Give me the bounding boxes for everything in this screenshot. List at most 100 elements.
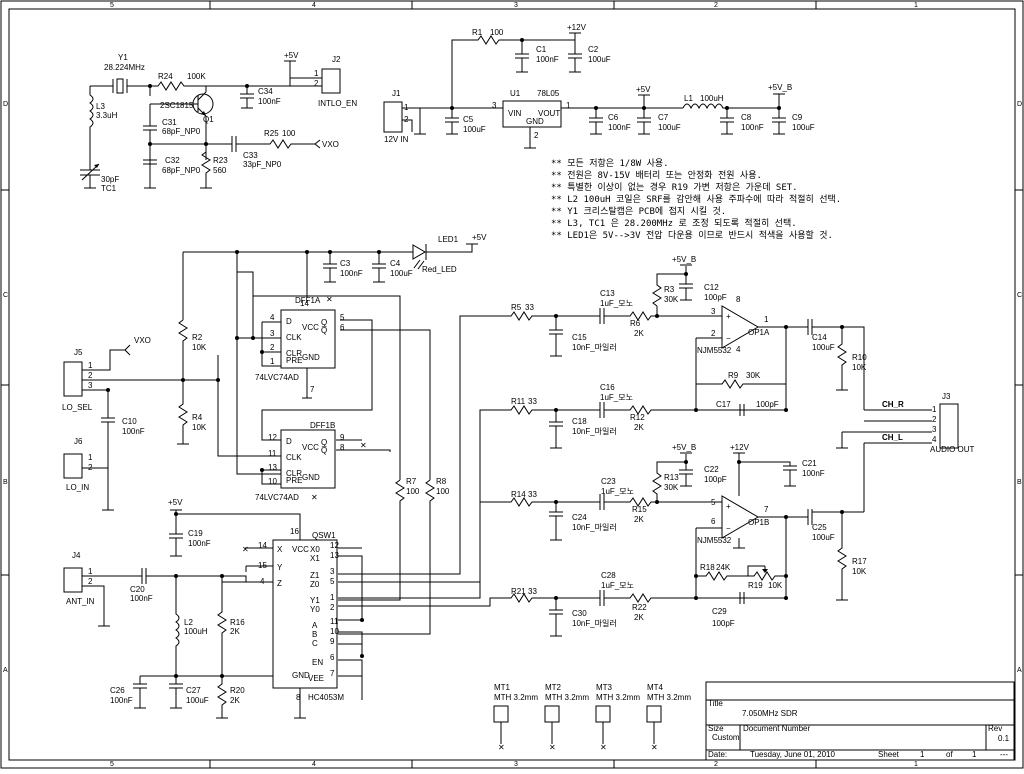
- pin-number: 1: [932, 405, 937, 414]
- capacitor-c1: C1 100nF: [515, 40, 559, 73]
- noconnect-mark: ✕: [242, 545, 249, 554]
- ref-label: C18: [572, 417, 587, 426]
- pin-number: 10: [268, 477, 277, 486]
- ref-label: C24: [572, 513, 587, 522]
- row-label: D: [1017, 101, 1022, 108]
- value-label: 2K: [634, 423, 644, 432]
- mount-hole-mt4: MT4 MTH 3.2mm ✕: [646, 683, 691, 752]
- ref-label: C28: [601, 571, 616, 580]
- capacitor-c29: C29 100pF: [712, 592, 745, 628]
- capacitor-c21: C21 100nF: [783, 459, 825, 487]
- value-label: 100uF: [812, 343, 835, 352]
- pin-label: Y0: [310, 605, 320, 614]
- ref-label: C34: [258, 87, 273, 96]
- pin-number: 3: [330, 567, 335, 576]
- pin-label: D: [286, 317, 292, 326]
- row-label: D: [3, 101, 8, 108]
- ref-label: C13: [600, 289, 615, 298]
- pin-number: 9: [330, 637, 335, 646]
- value-label: 100nF: [741, 123, 764, 132]
- ref-label: OP1B: [748, 518, 769, 527]
- pin-sign: −: [726, 524, 731, 533]
- ref-label: R16: [230, 618, 245, 627]
- value-label: 100nF: [536, 55, 559, 64]
- mixer-wiring: [176, 315, 505, 719]
- capacitor-c6: C6 100nF: [589, 108, 631, 135]
- pin-number: 7: [764, 505, 769, 514]
- value-label: 100nF: [122, 427, 145, 436]
- resistor-r16: R16 2K: [217, 576, 245, 676]
- led-and-decoupling: C3 100nF C4 100uF LED1 Red_LED +5V: [183, 233, 487, 298]
- capacitor-c33: C33 33pF_NP0: [231, 136, 282, 169]
- pin-label: GND: [526, 117, 544, 126]
- date-label: Date:: [708, 750, 727, 759]
- inductor-l3: L3 3.3uH: [89, 86, 118, 140]
- capacitor-c28: C28 1uF_모노: [599, 571, 634, 606]
- value-label: 10K: [852, 363, 867, 372]
- pin-number: 2: [330, 603, 335, 612]
- pin-number: 5: [711, 498, 716, 507]
- pin-number: 1: [88, 453, 93, 462]
- ref-label: MT1: [494, 683, 511, 692]
- ref-label: R3: [664, 285, 675, 294]
- resistor-r10: R10 10K: [836, 327, 867, 391]
- capacitor-c23: C23 1uF_모노: [599, 477, 634, 510]
- ref-label: L3: [96, 102, 105, 111]
- flip-flop-dff1a: DFF1A 74LVC74AD D CLK CLR PRE Q Q̅ VCC G…: [255, 296, 345, 394]
- ref-label: R23: [213, 156, 228, 165]
- pin-number: 12: [330, 541, 339, 550]
- pin-number: 2: [534, 131, 539, 140]
- pin-number: 2: [314, 79, 319, 88]
- ref-label: J6: [74, 437, 83, 446]
- col-label: 1: [914, 2, 918, 9]
- value-label: 1uF_모노: [600, 299, 633, 308]
- note-line: ** L3, TC1 은 28.200MHz 로 조정 되도록 적절히 선택.: [551, 217, 797, 229]
- pin-label: CLK: [286, 333, 302, 342]
- value-label: 10nF_마일러: [572, 523, 617, 532]
- pin-label: CLR: [286, 469, 302, 478]
- ref-label: MT2: [545, 683, 562, 692]
- value-label: 2K: [634, 613, 644, 622]
- ref-label: C21: [802, 459, 817, 468]
- design-notes: ** 모든 저항은 1/8W 사용. ** 전원은 8V-15V 배터리 또는 …: [551, 158, 841, 241]
- capacitor-c2: C2 100uF: [568, 40, 611, 73]
- pin-label: B: [312, 630, 317, 639]
- capacitor-c3: C3 100nF: [323, 252, 363, 283]
- pin-label: Q̅: [321, 326, 327, 335]
- row-label: C: [3, 292, 8, 299]
- pin-label: Z0: [310, 580, 320, 589]
- ref-label: R22: [632, 603, 647, 612]
- ref-label: DFF1B: [310, 421, 335, 430]
- value-label: 100uF: [186, 696, 209, 705]
- pin-number: 4: [270, 313, 275, 322]
- power-label: +5V_B: [768, 83, 792, 92]
- value-label: 33: [525, 303, 534, 312]
- sheet-value: 1: [920, 750, 925, 759]
- value-label: MTH 3.2mm: [596, 693, 640, 702]
- resistor-r12: R12 2K: [624, 384, 787, 432]
- mounting-holes: MT1 MTH 3.2mm ✕ MT2 MTH 3.2mm ✕ MT3 MTH …: [493, 683, 691, 752]
- value-label: 560: [213, 166, 227, 175]
- capacitor-c32: C32 68pF_NP0: [143, 156, 201, 189]
- led-led1: LED1 Red_LED +5V: [412, 233, 487, 274]
- pin-number: 8: [340, 443, 345, 452]
- ref-label: J2: [332, 55, 341, 64]
- value-label: 100nF: [110, 696, 133, 705]
- power-label: +5V_B: [672, 255, 696, 264]
- ref-label: R8: [436, 477, 447, 486]
- value-label: 3.3uH: [96, 111, 118, 120]
- resistor-r2: R2 10K: [178, 319, 207, 380]
- value-label: INTLO_EN: [318, 99, 357, 108]
- inductor-l1: L1 100uH: [682, 94, 779, 110]
- antenna-input-section: +5V C19 100nF J4 1 2 ANT_IN C20 100nF L2…: [63, 498, 273, 719]
- value-label: 100: [282, 129, 296, 138]
- of-value: 1: [972, 750, 977, 759]
- ref-label: R21: [511, 587, 526, 596]
- power-label: +12V: [730, 443, 750, 452]
- pin-label: Q: [321, 438, 327, 447]
- noconnect-mark: ✕: [311, 493, 318, 502]
- connector-j1: J1 1 2 12V IN: [383, 89, 409, 144]
- value-label: 10K: [768, 581, 783, 590]
